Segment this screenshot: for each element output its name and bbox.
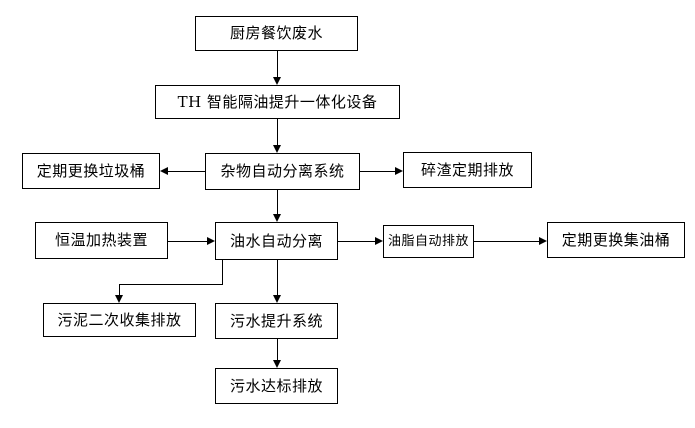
edge-oilwater-to-sludge-seg2 (119, 284, 223, 285)
edge-th-to-debris (277, 119, 278, 145)
node-label: 油水自动分离 (229, 231, 323, 250)
node-label: 污水达标排放 (229, 376, 323, 395)
node-constant-temp-heating-device[interactable]: 恒温加热装置 (35, 222, 168, 259)
arrowhead-debris-to-trashbin (160, 167, 168, 175)
arrowhead-oilwater-to-sludge (115, 295, 123, 303)
node-label: 定期更换垃圾桶 (36, 161, 146, 180)
node-slag-periodic-discharge[interactable]: 碎渣定期排放 (403, 152, 532, 188)
edge-debris-to-trashbin (168, 171, 205, 172)
edge-debris-to-slag (360, 171, 395, 172)
node-grease-auto-discharge[interactable]: 油脂自动排放 (383, 225, 474, 258)
arrowhead-oilwater-to-sewagelift (273, 295, 281, 303)
edge-debris-to-oilwater (277, 190, 278, 214)
node-label: 厨房餐饮废水 (229, 24, 323, 42)
arrowhead-grease-to-oilbarrel (539, 237, 547, 245)
node-label: 污泥二次收集排放 (57, 310, 182, 329)
arrowhead-kitchen-to-th (273, 77, 281, 85)
edge-oilwater-to-grease (338, 241, 375, 242)
node-label: 定期更换集油桶 (561, 230, 671, 249)
node-label: 油脂自动排放 (387, 234, 469, 249)
node-label: 污水提升系统 (229, 311, 323, 330)
node-replace-trash-bin[interactable]: 定期更换垃圾桶 (22, 153, 160, 189)
edge-grease-to-oilbarrel (474, 241, 539, 242)
arrowhead-debris-to-slag (395, 167, 403, 175)
edge-oilwater-to-sludge-seg1 (222, 260, 223, 284)
edge-heating-to-oilwater (168, 241, 207, 242)
node-label: TH 智能隔油提升一体化设备 (177, 92, 378, 111)
arrowhead-th-to-debris (273, 145, 281, 153)
node-sewage-standard-discharge[interactable]: 污水达标排放 (215, 368, 338, 404)
node-sewage-lifting-system[interactable]: 污水提升系统 (215, 303, 338, 339)
node-label: 恒温加热装置 (54, 231, 148, 249)
node-label: 杂物自动分离系统 (220, 162, 345, 180)
edge-oilwater-to-sludge-seg3 (119, 284, 120, 295)
node-oil-water-auto-separation[interactable]: 油水自动分离 (215, 222, 338, 260)
node-label: 碎渣定期排放 (420, 160, 514, 179)
arrowhead-sewagelift-to-standard (273, 360, 281, 368)
edge-oilwater-to-sewagelift (277, 260, 278, 295)
node-replace-oil-collection-barrel[interactable]: 定期更换集油桶 (547, 222, 685, 258)
node-kitchen-wastewater[interactable]: 厨房餐饮废水 (195, 16, 358, 51)
edge-sewagelift-to-standard (277, 339, 278, 360)
node-sludge-secondary-collection-discharge[interactable]: 污泥二次收集排放 (43, 303, 196, 337)
node-th-integrated-equipment[interactable]: TH 智能隔油提升一体化设备 (155, 85, 400, 119)
node-debris-auto-separation-system[interactable]: 杂物自动分离系统 (205, 153, 360, 190)
arrowhead-oilwater-to-grease (375, 237, 383, 245)
arrowhead-heating-to-oilwater (207, 237, 215, 245)
edge-kitchen-to-th (277, 51, 278, 77)
arrowhead-debris-to-oilwater (273, 214, 281, 222)
